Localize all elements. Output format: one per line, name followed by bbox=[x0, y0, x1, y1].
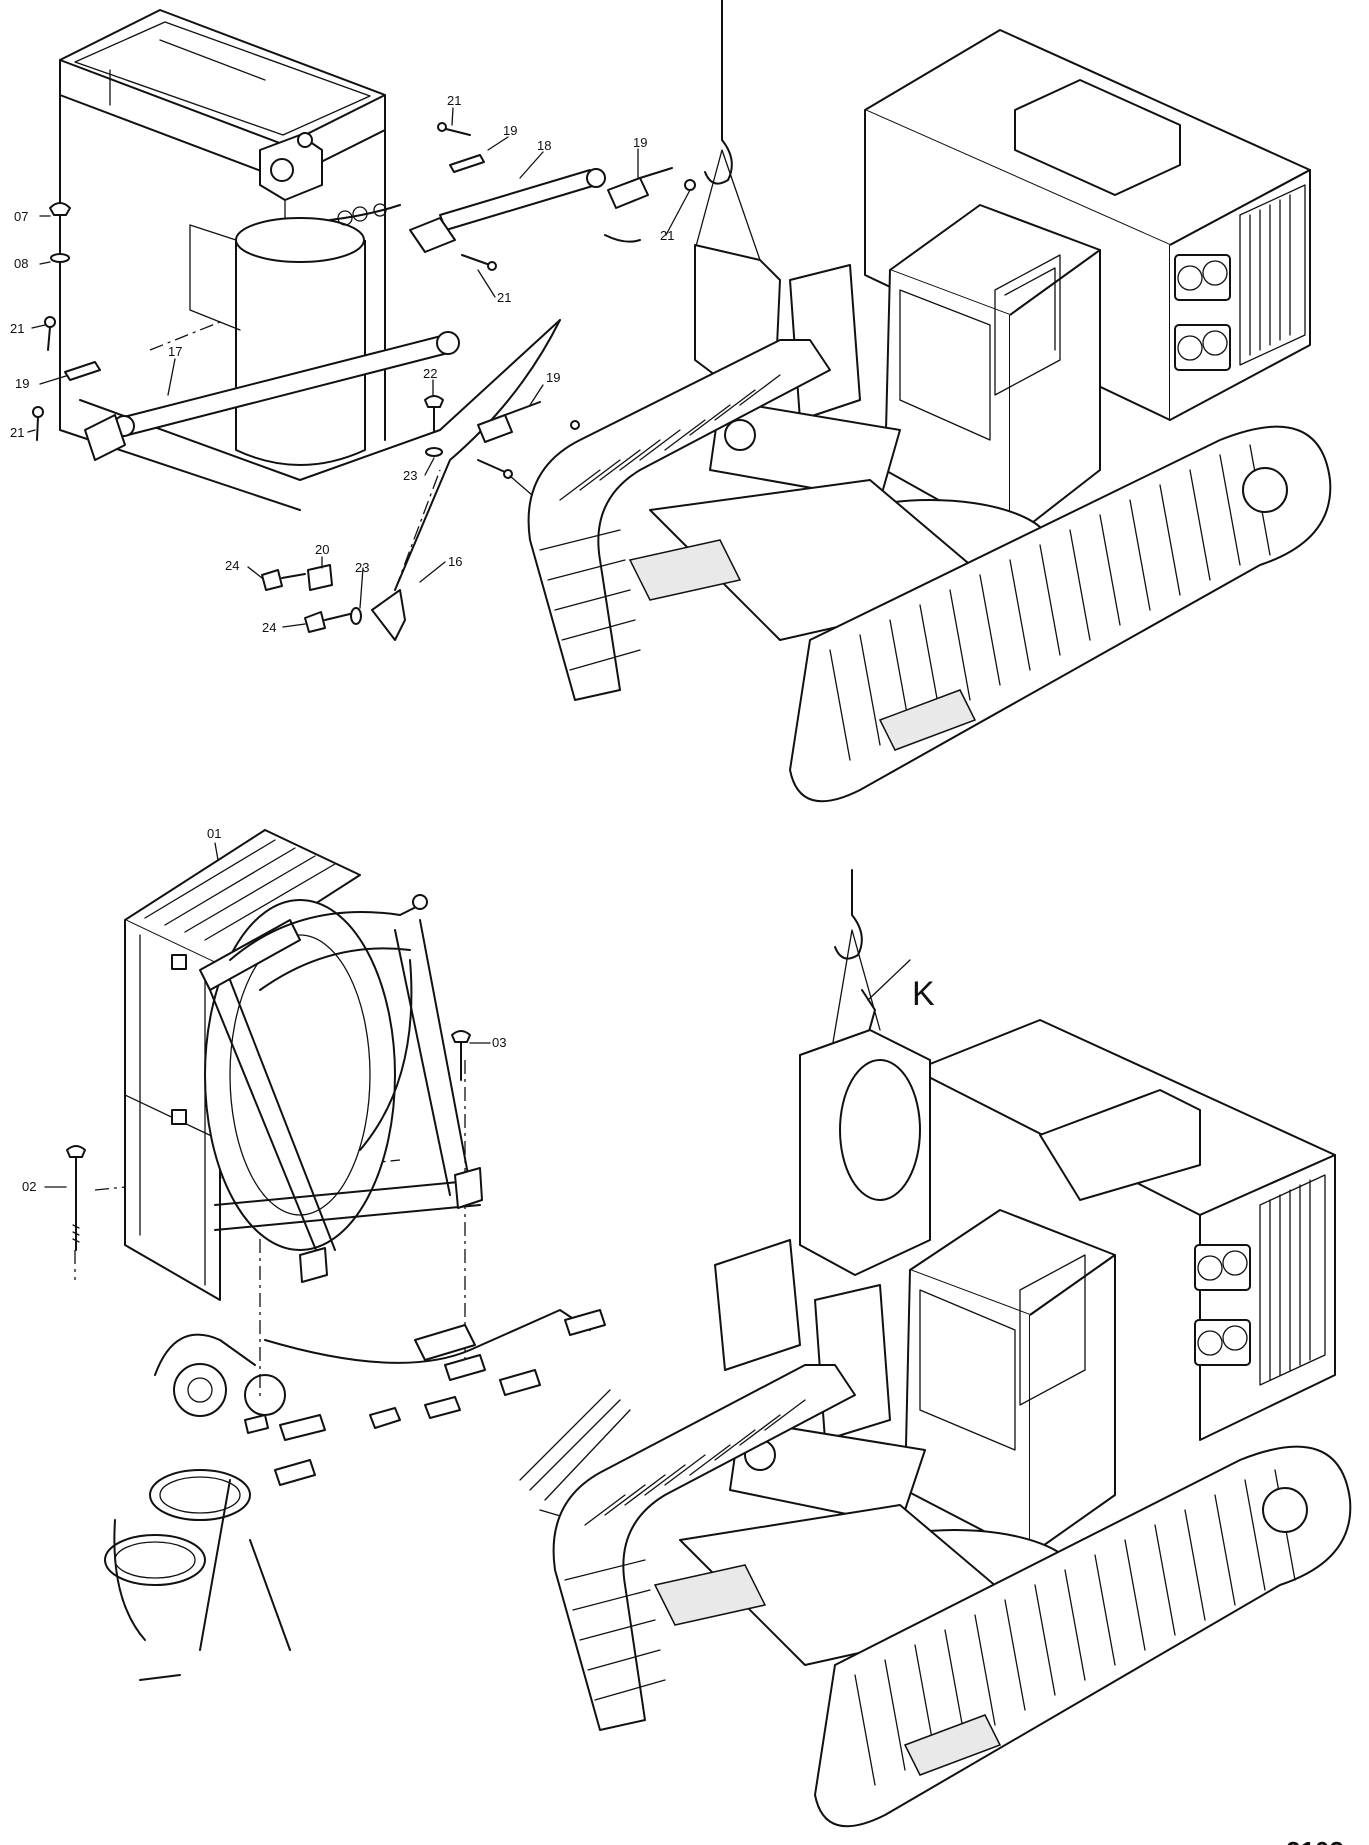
strut-18 bbox=[409, 168, 606, 253]
callout-08: 08 bbox=[14, 256, 28, 271]
callout-19: 19 bbox=[503, 123, 517, 138]
callout-22: 22 bbox=[423, 366, 437, 381]
track-right bbox=[789, 425, 1332, 803]
callout-03: 03 bbox=[492, 1035, 506, 1050]
callout-21: 21 bbox=[447, 93, 461, 108]
strut-17 bbox=[84, 331, 460, 461]
callout-02: 02 bbox=[22, 1179, 36, 1194]
callout-07: 07 bbox=[14, 209, 28, 224]
callout-01: 01 bbox=[207, 826, 221, 841]
detail-label-k: K bbox=[912, 975, 935, 1013]
callout-17: 17 bbox=[168, 344, 182, 359]
callout-labels-top: 07 08 21 19 21 21 19 18 19 21 21 17 22 1… bbox=[10, 93, 674, 635]
callout-23: 23 bbox=[355, 560, 369, 575]
counterweight-frame-assembly bbox=[66, 829, 483, 1301]
callout-21: 21 bbox=[660, 228, 674, 243]
leader-lines-top bbox=[27, 107, 691, 628]
callout-21: 21 bbox=[10, 321, 24, 336]
crawler-machine-top bbox=[527, 0, 1332, 803]
callout-21: 21 bbox=[497, 290, 511, 305]
track-right-bottom bbox=[814, 1445, 1352, 1828]
callout-24: 24 bbox=[262, 620, 276, 635]
callout-20: 20 bbox=[315, 542, 329, 557]
frame-assembly-exploded bbox=[59, 9, 561, 591]
track-left bbox=[527, 339, 831, 701]
callout-24: 24 bbox=[225, 558, 239, 573]
callout-23: 23 bbox=[403, 468, 417, 483]
callout-21: 21 bbox=[10, 425, 24, 440]
callout-19: 19 bbox=[633, 135, 647, 150]
engine-grille bbox=[1174, 184, 1306, 371]
mounting-base bbox=[104, 1309, 631, 1681]
hardware-pieces bbox=[32, 122, 696, 641]
callout-16: 16 bbox=[448, 554, 462, 569]
callout-labels-bottom-left: 01 03 02 bbox=[22, 826, 506, 1194]
callout-19: 19 bbox=[15, 376, 29, 391]
crawler-machine-bottom: K bbox=[552, 869, 1352, 1828]
callout-19: 19 bbox=[546, 370, 560, 385]
drawing-number: 2102 bbox=[1286, 1836, 1344, 1845]
track-left-bottom bbox=[552, 1364, 856, 1731]
callout-18: 18 bbox=[537, 138, 551, 153]
